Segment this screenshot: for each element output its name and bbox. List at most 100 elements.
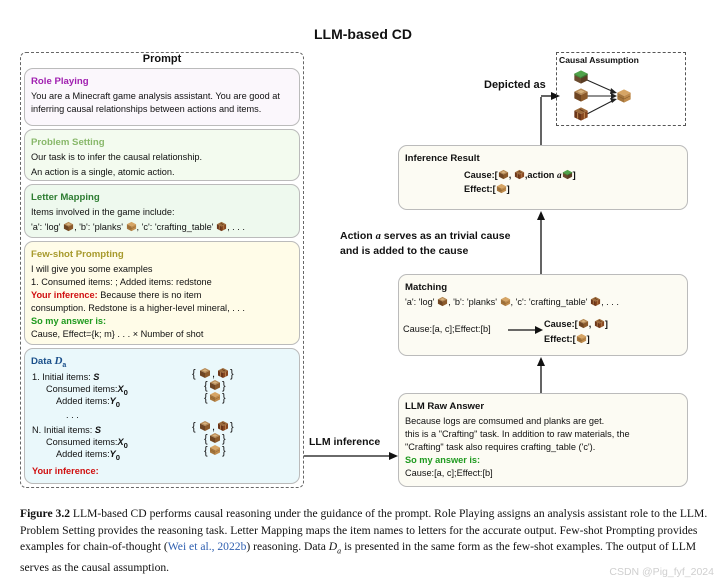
inference-cause: Cause:[, ,action a] xyxy=(464,169,576,180)
data-added-n: Added items:Y0 xyxy=(56,449,120,462)
data-initial-n-label: N. Initial items: xyxy=(32,425,93,435)
inference-result-box: Inference Result xyxy=(398,145,688,210)
var-x-sub: 0 xyxy=(123,387,128,397)
brace-open-1b: { xyxy=(204,380,208,392)
few-shot-line1: I will give you some examples xyxy=(31,264,153,274)
few-shot-line6: Cause, Effect={k; m} . . . × Number of s… xyxy=(31,329,204,339)
caption-part1: LLM-based CD performs causal reasoning u… xyxy=(20,507,708,553)
problem-setting-box: Problem Setting Our task is to infer the… xyxy=(24,129,300,181)
log-icon xyxy=(210,433,220,443)
planks-icon xyxy=(496,183,507,194)
inference-effect-close: ] xyxy=(506,184,510,194)
arrow-matching-to-inference xyxy=(537,211,545,274)
planks-icon xyxy=(576,333,587,344)
letter-mapping-box: Letter Mapping Items involved in the gam… xyxy=(24,184,300,238)
trivial-note-line1: Action a serves as an trivial cause xyxy=(340,230,510,242)
inference-text: Because there is no item xyxy=(97,290,202,300)
crafting-table-icon xyxy=(594,318,605,329)
matching-tail: , . . . xyxy=(601,297,619,307)
inference-effect-label: Effect:[ xyxy=(464,184,496,194)
letter-mapping-heading: Letter Mapping xyxy=(31,192,100,203)
mapping-a: 'a': 'log' xyxy=(31,222,61,232)
matching-cause-label: Cause:[ xyxy=(544,319,578,329)
matching-left: Cause:[a, c];Effect:[b] xyxy=(403,324,491,334)
problem-setting-line2: An action is a single, atomic action. xyxy=(31,167,175,177)
causal-assumption-box xyxy=(556,52,686,126)
caption-label: Figure 3.2 xyxy=(20,507,71,520)
caption-part3: is presented in the same form as the few… xyxy=(20,540,697,574)
brace-close-1b: } xyxy=(222,380,226,392)
llm-inference-label: LLM inference xyxy=(309,436,381,448)
raw-line3: "Crafting" task also requires crafting_t… xyxy=(405,442,596,452)
matching-cause: Cause:[, ] xyxy=(544,318,608,329)
brace-close-na: } xyxy=(230,421,234,433)
var-y-n: Y xyxy=(109,449,116,459)
trivial-note-line2: and is added to the cause xyxy=(340,245,469,257)
matching-c: , 'c': 'crafting_table' xyxy=(510,297,588,307)
few-shot-heading: Few-shot Prompting xyxy=(31,249,124,260)
prompt-label: Prompt xyxy=(142,53,182,65)
comma-na: , xyxy=(212,421,215,433)
crafting-table-icon xyxy=(217,367,229,379)
matching-effect-close: ] xyxy=(586,334,590,344)
depicted-as-label: Depicted as xyxy=(484,79,546,91)
grass-block-icon xyxy=(574,70,588,84)
var-y-n-sub: 0 xyxy=(115,452,121,462)
brace-close-nb: } xyxy=(222,433,226,445)
role-playing-text: You are a Minecraft game analysis assist… xyxy=(31,91,280,114)
matching-b: , 'b': 'planks' xyxy=(448,297,497,307)
var-x: X xyxy=(117,384,124,394)
raw-line1: Because logs are comsumed and planks are… xyxy=(405,416,605,426)
inference-result-heading: Inference Result xyxy=(405,153,480,164)
causal-assumption-graph xyxy=(573,70,632,122)
matching-a: 'a': 'log' xyxy=(405,297,435,307)
crafting-table-icon xyxy=(573,106,589,122)
var-s: S xyxy=(93,372,100,382)
crafting-table-icon xyxy=(590,296,601,307)
brace-open-nc: { xyxy=(204,445,208,457)
trivial-note-var: a xyxy=(375,231,381,242)
planks-icon xyxy=(209,444,221,456)
matching-box: Matching 'a': 'log' , 'b': 'planks' , 'c… xyxy=(398,274,688,356)
planks-icon xyxy=(209,391,221,403)
grass-block-icon xyxy=(562,169,573,180)
data-added-n-label: Added items: xyxy=(56,449,110,459)
data-heading-sub: a xyxy=(62,361,67,369)
var-x-n-sub: 0 xyxy=(123,440,128,450)
arrow-to-assumption xyxy=(541,92,560,100)
raw-answer-label: So my answer is: xyxy=(405,455,481,465)
data-heading: Data Da xyxy=(31,355,293,372)
brace-open-na: { xyxy=(192,421,196,433)
caption-sub: a xyxy=(337,546,342,556)
inference-action: ,action xyxy=(524,170,557,180)
trivial-note-part1: Action xyxy=(340,230,376,242)
data-dots: . . . xyxy=(66,410,79,420)
data-initial-n: N. Initial items: S xyxy=(32,425,101,435)
causal-assumption-label: Causal Assumption xyxy=(559,55,639,65)
log-icon xyxy=(437,296,448,307)
llm-raw-answer-box: LLM Raw Answer Because logs are comsumed… xyxy=(398,393,688,487)
caption-var: D xyxy=(328,540,338,553)
matching-arrow xyxy=(508,326,543,334)
brace-open-nb: { xyxy=(204,433,208,445)
figure-caption: Figure 3.2 LLM-based CD performs causal … xyxy=(20,506,710,576)
var-y: Y xyxy=(109,396,116,406)
data-initial-1: 1. Initial items: S xyxy=(32,372,99,382)
data-consumed-1-label: Consumed items: xyxy=(46,384,118,394)
caption-citation[interactable]: Wei et al., 2022b xyxy=(167,540,247,553)
inference-label: Your inference: xyxy=(31,290,98,300)
log-icon xyxy=(200,421,210,431)
raw-line5: Cause:[a, c];Effect:[b] xyxy=(405,468,493,478)
inference-cause-label: Cause:[ xyxy=(464,170,498,180)
diagram-title: LLM-based CD xyxy=(314,26,412,42)
planks-icon xyxy=(126,221,137,232)
few-shot-inference: Your inference: Because there is no item xyxy=(31,289,293,302)
inference-action-var: a xyxy=(556,170,562,180)
arrow-raw-to-matching xyxy=(537,357,545,393)
raw-line2: this is a "Crafting" task. In addition t… xyxy=(405,429,630,439)
data-added-1-label: Added items: xyxy=(56,396,110,406)
raw-heading: LLM Raw Answer xyxy=(405,401,485,412)
brace-open-1c: { xyxy=(204,392,208,404)
data-box: Data Da xyxy=(24,348,300,484)
brace-close-1c: } xyxy=(222,392,226,404)
